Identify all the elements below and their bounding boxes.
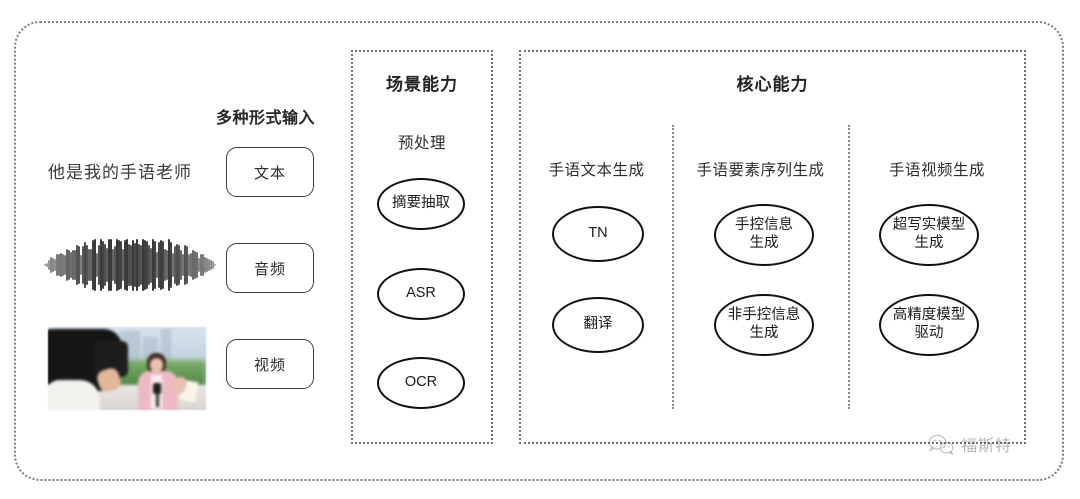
scene-column-label: 预处理 xyxy=(397,135,446,152)
core-panel-title: 核心能力 xyxy=(736,75,809,94)
core-column-sign-video: 手语视频生成 xyxy=(849,158,1025,180)
node-ocr[interactable]: OCR xyxy=(377,357,465,409)
input-column-caption: 多种形式输入 xyxy=(216,110,316,127)
input-chip-audio[interactable]: 音频 xyxy=(226,243,314,293)
input-chip-text[interactable]: 文本 xyxy=(226,147,314,197)
node-tn[interactable]: TN xyxy=(552,206,644,262)
core-capability-panel: 核心能力 xyxy=(519,50,1026,444)
node-non-manual-info-generation[interactable]: 非手控信息 生成 xyxy=(714,294,814,356)
node-asr[interactable]: ASR xyxy=(377,268,465,320)
core-column-label-sign-elements: 手语要素序列生成 xyxy=(696,162,825,179)
audio-waveform-icon xyxy=(44,238,216,292)
node-summary-extraction[interactable]: 摘要抽取 xyxy=(377,178,465,230)
wechat-icon xyxy=(928,433,954,456)
watermark-text: 福斯特 xyxy=(961,438,1013,455)
core-column-label-sign-video: 手语视频生成 xyxy=(888,162,985,179)
core-column-divider-2 xyxy=(848,125,850,409)
watermark: 福斯特 xyxy=(928,432,1012,456)
core-column-sign-text: 手语文本生成 xyxy=(521,158,672,180)
node-translation[interactable]: 翻译 xyxy=(552,297,644,353)
video-thumbnail-image xyxy=(48,327,206,410)
core-column-sign-elements: 手语要素序列生成 xyxy=(673,158,848,180)
input-chip-video[interactable]: 视频 xyxy=(226,339,314,389)
input-sample-sentence: 他是我的手语老师 xyxy=(48,163,192,182)
node-manual-info-generation[interactable]: 手控信息 生成 xyxy=(714,204,814,266)
core-column-divider-1 xyxy=(672,125,674,409)
node-photorealistic-model-generation[interactable]: 超写实模型 生成 xyxy=(879,204,979,266)
scene-preprocess-column: 预处理 xyxy=(352,131,492,153)
scene-panel-title: 场景能力 xyxy=(386,75,458,94)
node-high-precision-model-driving[interactable]: 高精度模型 驱动 xyxy=(879,294,979,356)
core-column-label-sign-text: 手语文本生成 xyxy=(548,162,645,179)
scene-capability-panel: 场景能力 xyxy=(351,50,493,444)
outer-frame xyxy=(14,21,1064,481)
